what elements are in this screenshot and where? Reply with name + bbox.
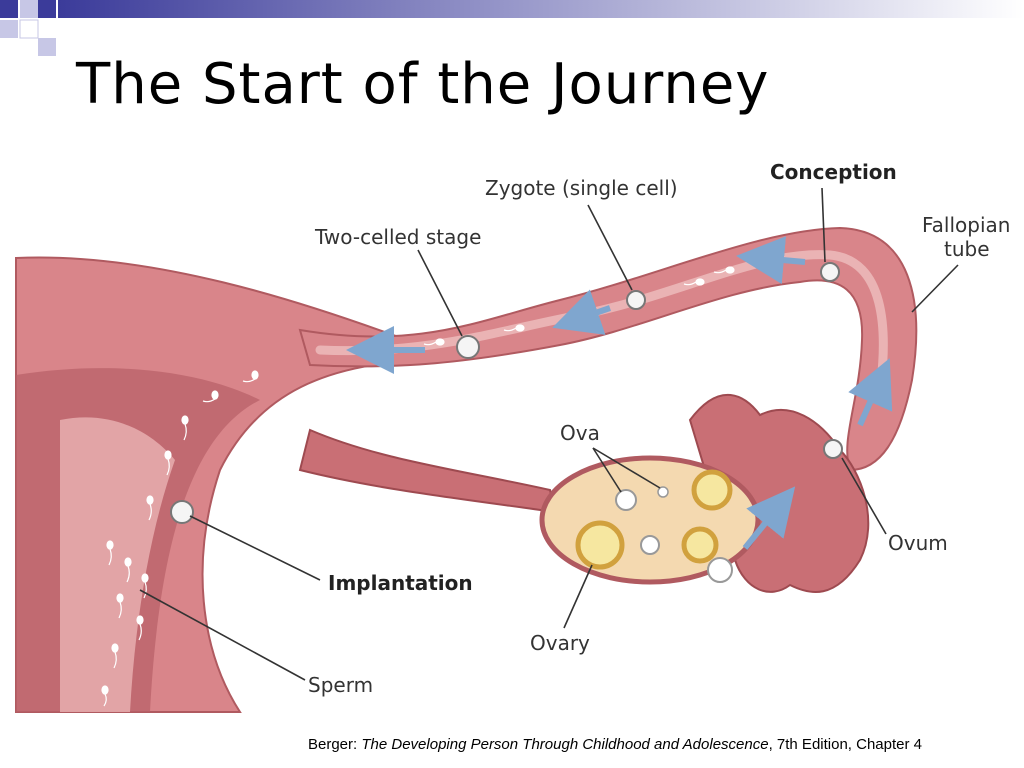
label-two-celled: Two-celled stage: [314, 225, 481, 249]
conception-cell: [820, 262, 840, 282]
label-ovary: Ovary: [530, 631, 590, 655]
deco-square: [38, 38, 56, 56]
direction-arrow: [848, 358, 893, 427]
deco-square: [19, 19, 39, 39]
ovum-in-ovary: [657, 486, 669, 498]
label-tube: tube: [944, 237, 990, 261]
ovum-in-ovary: [640, 535, 660, 555]
citation-book-title: The Developing Person Through Childhood …: [361, 736, 769, 753]
deco-square: [38, 0, 56, 18]
follicle: [691, 469, 733, 511]
citation-prefix: Berger:: [308, 736, 362, 753]
citation: Berger: The Developing Person Through Ch…: [308, 736, 922, 753]
label-zygote: Zygote (single cell): [485, 176, 678, 200]
deco-square: [20, 0, 38, 18]
uterus-lining: [60, 417, 175, 712]
slide-title: The Start of the Journey: [76, 52, 770, 117]
deco-square: [0, 20, 18, 38]
direction-arrow: [736, 236, 806, 285]
deco-square: [0, 0, 18, 18]
label-ova: Ova: [560, 421, 600, 445]
follicle: [575, 520, 625, 570]
leader-lines: [139, 187, 959, 681]
ovarian-ligament: [298, 428, 557, 514]
sperm-cells: [101, 266, 735, 707]
zygote-cell: [626, 290, 646, 310]
top-gradient-bar: [58, 0, 1024, 18]
label-conception: Conception: [770, 160, 897, 184]
label-implantation: Implantation: [328, 571, 473, 595]
ovum-in-ovary: [615, 489, 637, 511]
citation-suffix: , 7th Edition, Chapter 4: [768, 736, 923, 753]
decorative-header: [0, 0, 1024, 56]
label-ovum: Ovum: [888, 531, 948, 555]
direction-arrow: [742, 486, 796, 550]
implanted-cell: [170, 500, 194, 524]
follicle: [681, 526, 719, 564]
ovum-in-tube: [823, 439, 843, 459]
direction-arrow: [552, 289, 611, 335]
two-celled-cell: [456, 335, 480, 359]
released-ovum: [707, 557, 733, 583]
label-sperm: Sperm: [308, 673, 373, 697]
label-fallopian: Fallopian: [922, 213, 1010, 237]
